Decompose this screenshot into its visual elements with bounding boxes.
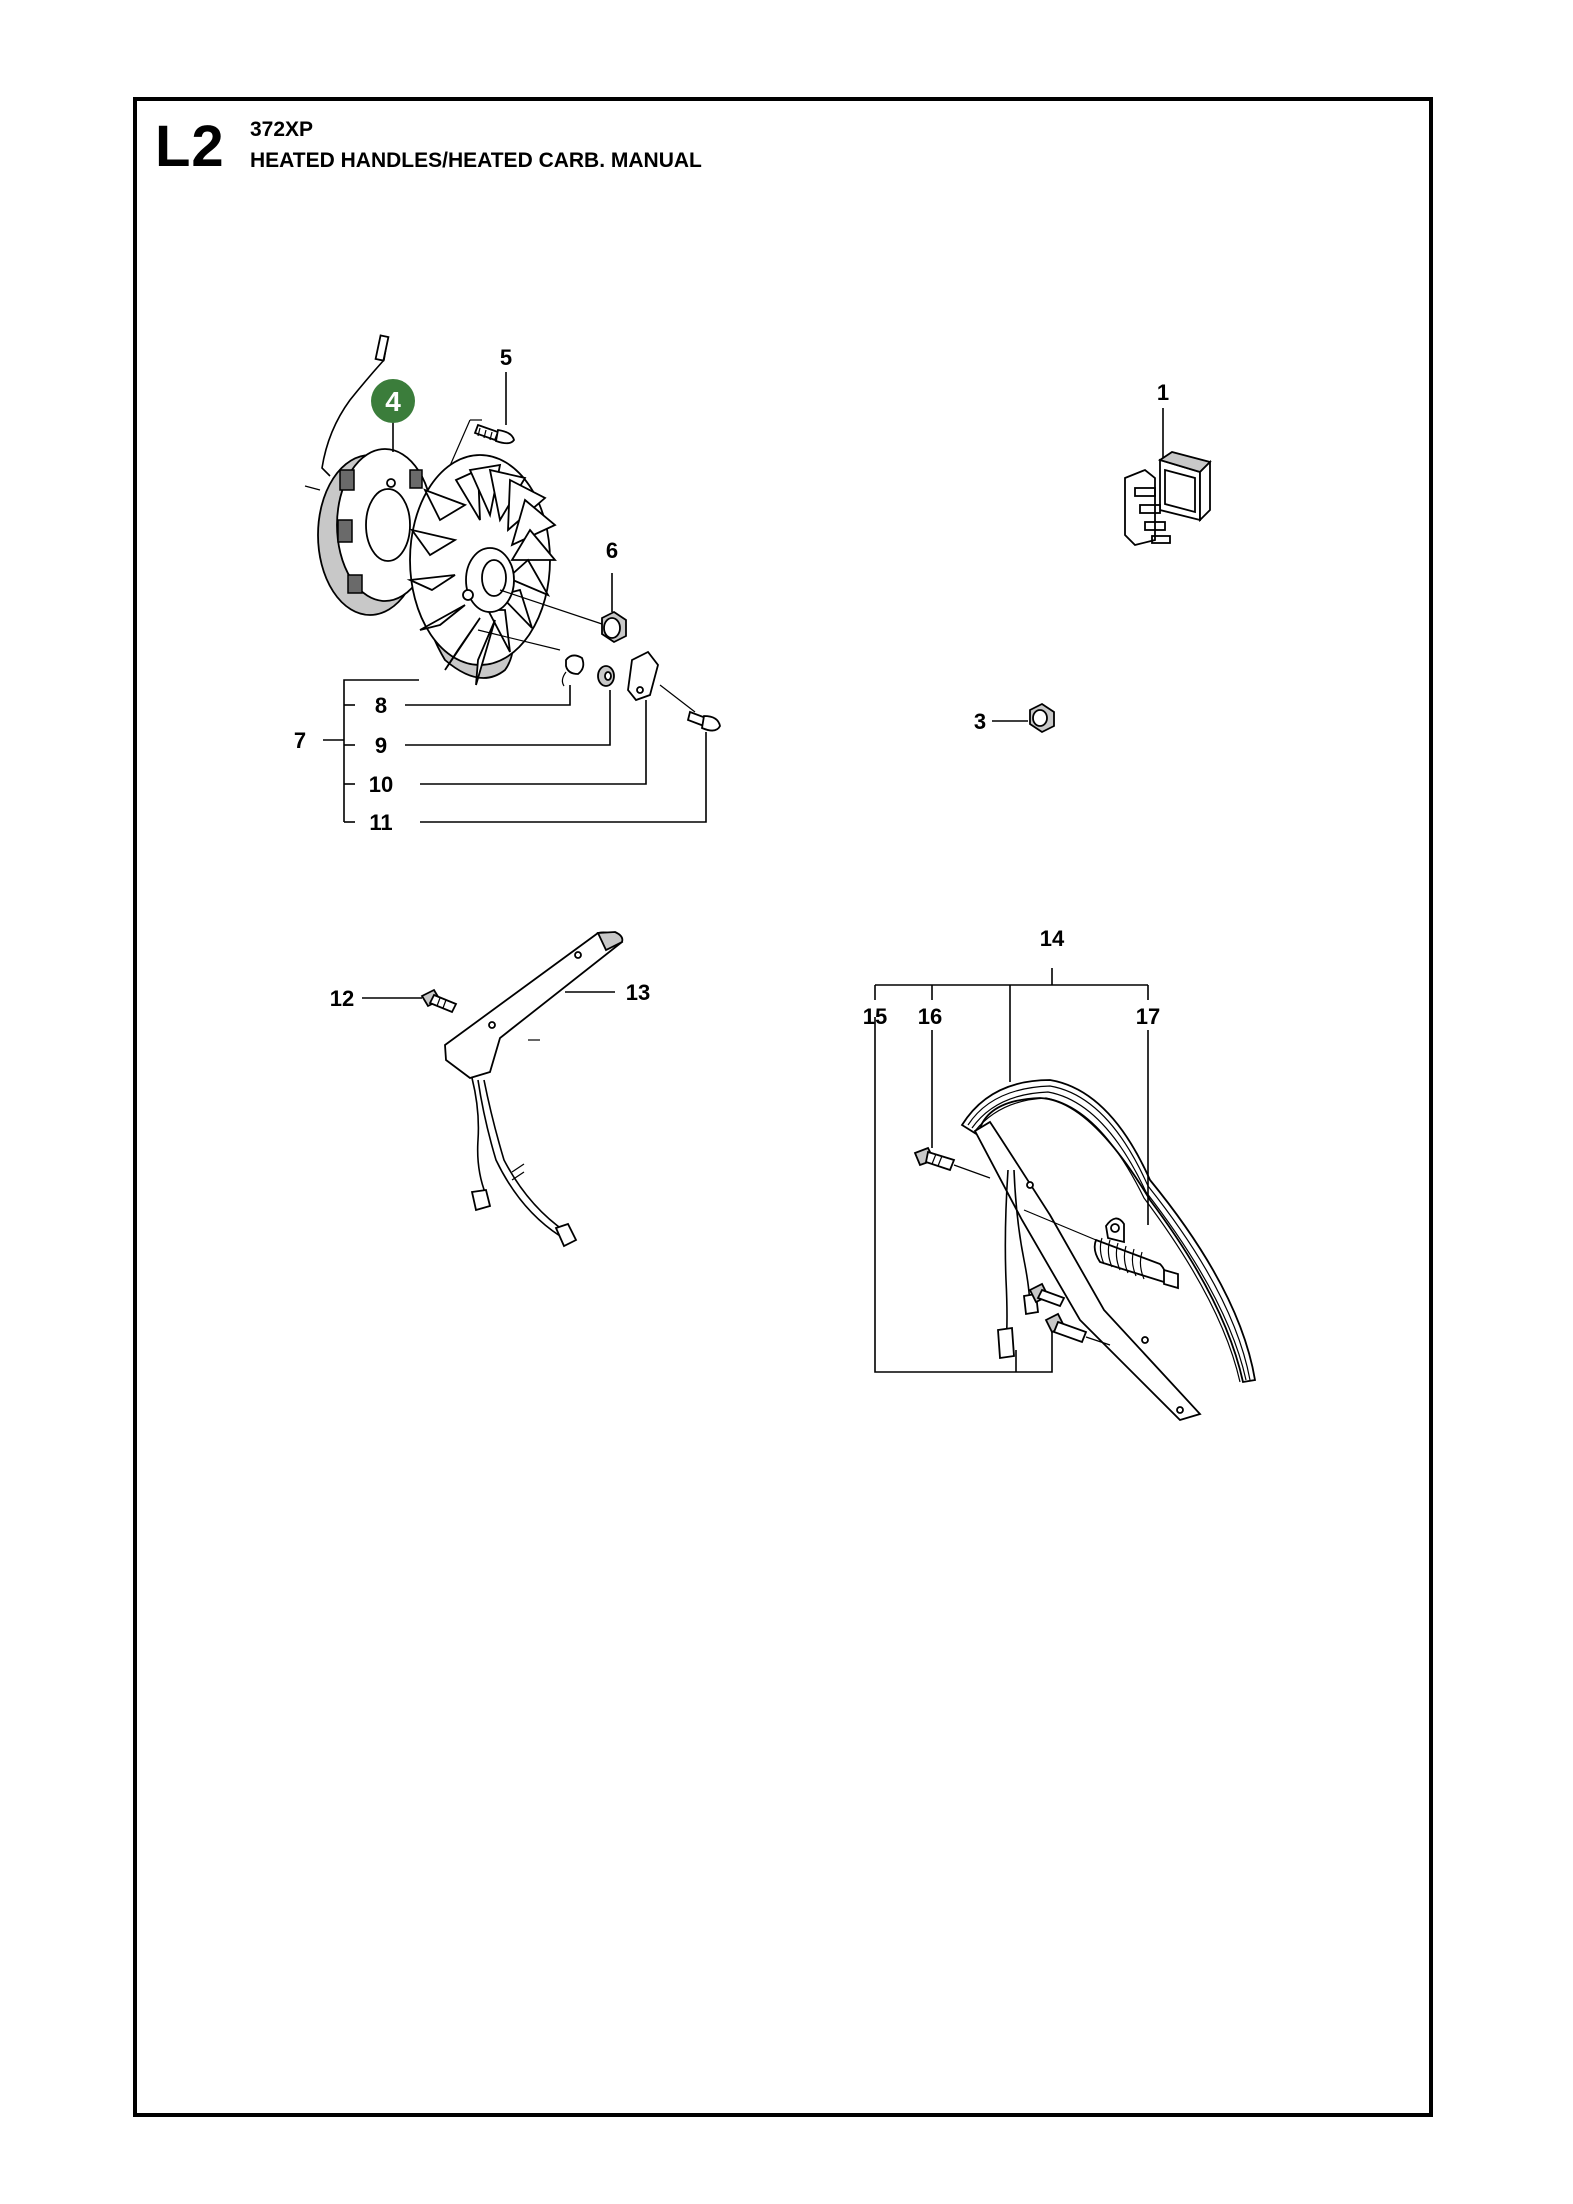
flange-nut-6-drawing[interactable]	[601, 610, 627, 644]
model-number: 372XP	[250, 118, 314, 141]
part-label-4[interactable]: 4	[385, 386, 401, 417]
switch-1-drawing[interactable]	[1124, 451, 1212, 546]
spring-8-drawing[interactable]	[561, 654, 585, 687]
part-label-1[interactable]: 1	[1157, 380, 1169, 405]
part-label-6[interactable]: 6	[606, 538, 618, 563]
washer-9-drawing[interactable]	[597, 665, 615, 687]
generator-coil-drawing[interactable]	[304, 334, 434, 616]
screw-16c-drawing[interactable]	[1044, 1312, 1088, 1344]
part-label-17[interactable]: 17	[1136, 1004, 1160, 1029]
part-label-7[interactable]: 7	[294, 728, 306, 753]
page-frame	[133, 97, 1433, 2117]
part-label-5[interactable]: 5	[500, 345, 512, 370]
flywheel-drawing[interactable]	[406, 454, 557, 686]
screw-5-drawing[interactable]	[473, 423, 515, 445]
part-label-8[interactable]: 8	[375, 693, 387, 718]
screw-16b-drawing[interactable]	[1028, 1282, 1066, 1308]
vibration-damper-17-drawing[interactable]	[1023, 1209, 1179, 1290]
handle-bar-15-drawing[interactable]	[960, 1079, 1257, 1422]
part-label-3[interactable]: 3	[974, 709, 986, 734]
part-label-10[interactable]: 10	[369, 772, 393, 797]
page-title: HEATED HANDLES/HEATED CARB. MANUAL	[250, 149, 702, 172]
screw-16-drawing[interactable]	[913, 1146, 956, 1172]
part-label-12[interactable]: 12	[330, 986, 354, 1011]
screw-11-drawing[interactable]	[686, 710, 721, 732]
section-code: L2	[155, 114, 225, 179]
part-label-14[interactable]: 14	[1040, 926, 1065, 951]
part-label-16[interactable]: 16	[918, 1004, 942, 1029]
nut-3-drawing[interactable]	[1029, 702, 1055, 734]
screw-12-drawing[interactable]	[420, 988, 458, 1014]
part-label-11[interactable]: 11	[369, 810, 392, 835]
heating-element-13-drawing[interactable]	[444, 931, 624, 1248]
part-label-15[interactable]: 15	[863, 1004, 887, 1029]
part-label-13[interactable]: 13	[626, 980, 650, 1005]
part-label-9[interactable]: 9	[375, 733, 387, 758]
pawl-10-drawing[interactable]	[627, 650, 659, 702]
highlight-badge	[371, 379, 415, 423]
